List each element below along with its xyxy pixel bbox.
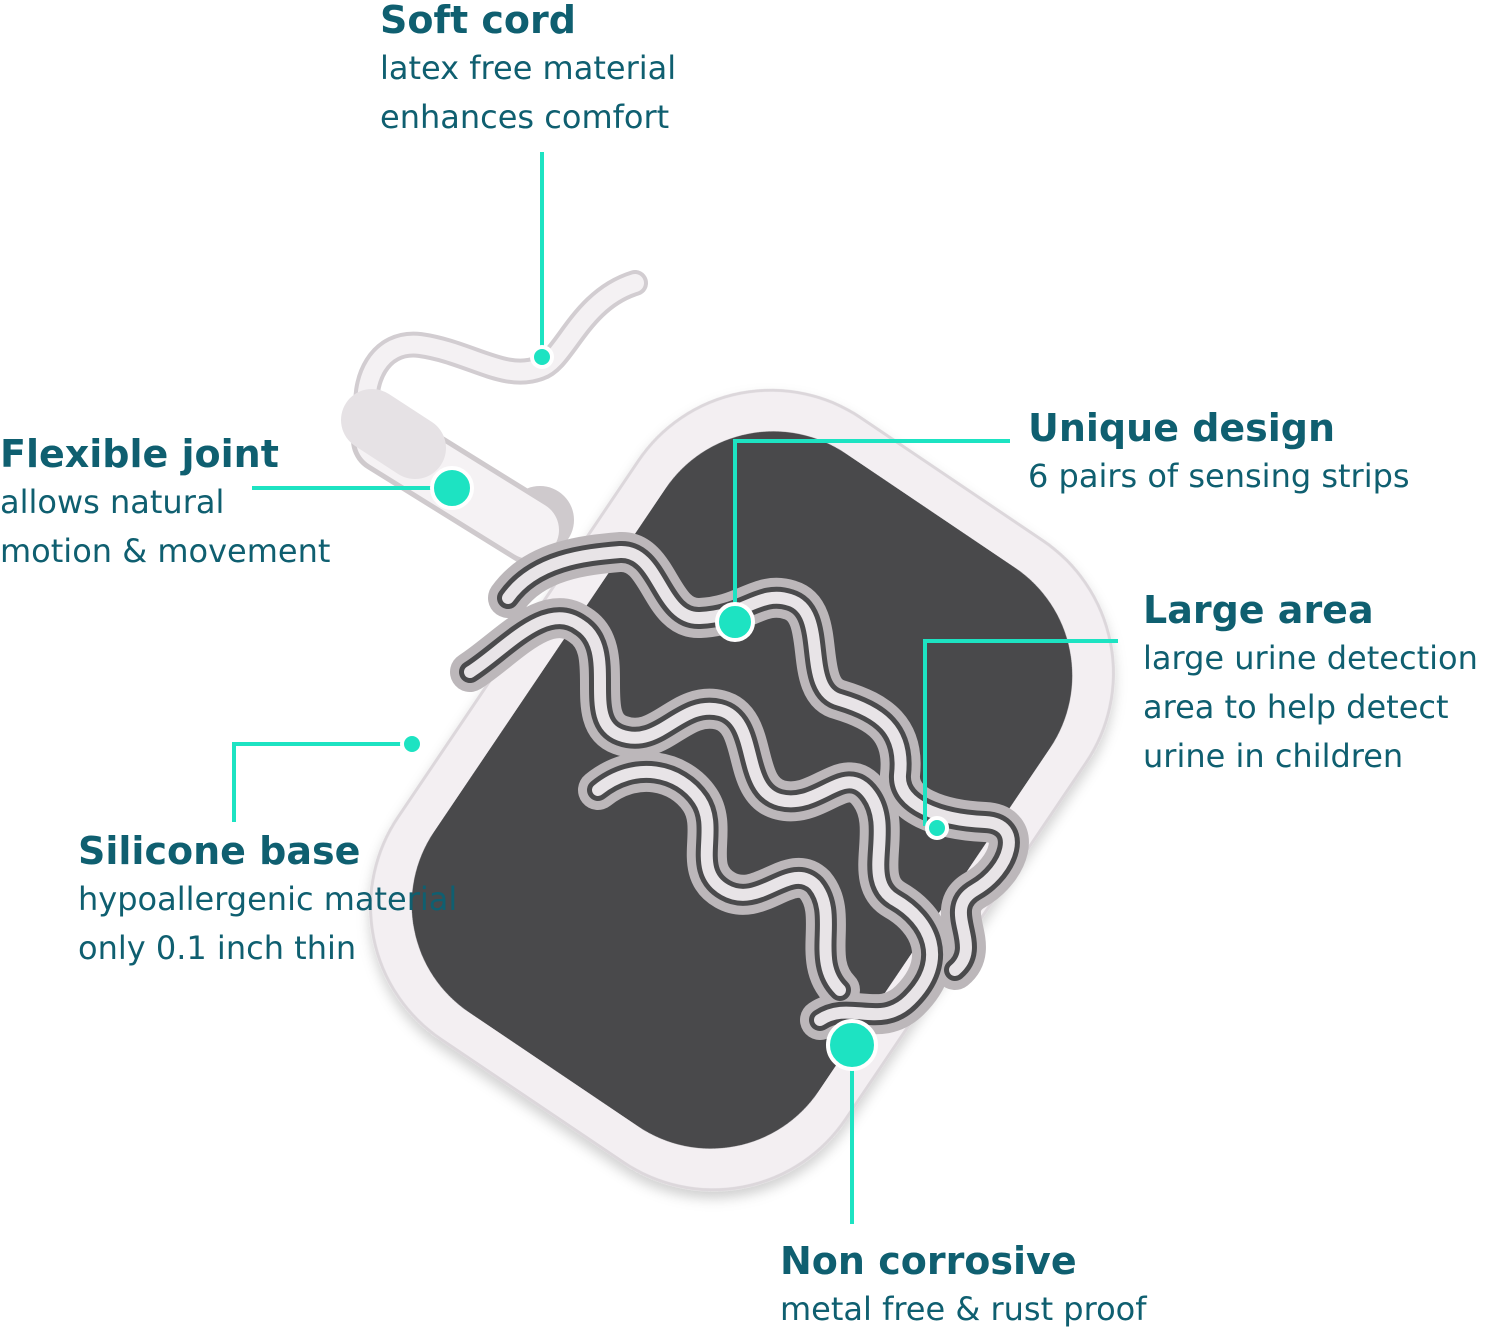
callout-title: Soft cord [380,0,576,42]
callout-text: motion & movement [0,532,331,570]
sensing-strips [450,532,1029,1040]
callout-text: only 0.1 inch thin [78,929,357,967]
marker-dots [400,345,949,1071]
callout-text: latex free material [380,49,677,87]
callout-title: Silicone base [78,829,361,873]
callout-large-area: Large area large urine detection area to… [1143,586,1478,781]
callout-text: allows natural [0,483,225,521]
callout-text: urine in children [1143,737,1404,775]
callout-title: Unique design [1028,406,1336,450]
callout-silicone-base: Silicone base hypoallergenic material on… [78,827,457,973]
leader-silicone-base [232,742,410,822]
callout-text: 6 pairs of sensing strips [1028,457,1410,495]
leader-unique-design [733,439,1010,622]
callout-text: metal free & rust proof [780,1290,1147,1328]
callout-text: hypoallergenic material [78,880,458,918]
dot-non-corrosive [826,1019,878,1071]
dot-silicone-base [400,732,424,756]
callout-soft-cord: Soft cord latex free material enhances c… [380,0,676,142]
callout-title: Flexible joint [0,432,279,476]
dot-large-area [925,816,949,840]
callout-title: Large area [1143,588,1374,632]
callout-flexible-joint: Flexible joint allows natural motion & m… [0,430,330,576]
dot-flexible-joint [430,466,474,510]
dot-unique-design [715,602,755,642]
callout-text: large urine detection [1143,639,1478,677]
leader-large-area [923,639,1118,826]
callout-title: Non corrosive [780,1239,1077,1283]
callout-text: area to help detect [1143,688,1449,726]
callout-text: enhances comfort [380,98,670,136]
leader-lines [232,152,1118,1224]
callout-non-corrosive: Non corrosive metal free & rust proof [780,1237,1146,1334]
dot-soft-cord [530,345,554,369]
callout-unique-design: Unique design 6 pairs of sensing strips [1028,404,1410,501]
